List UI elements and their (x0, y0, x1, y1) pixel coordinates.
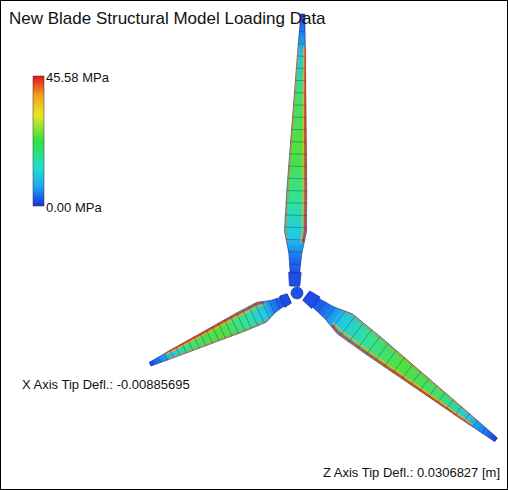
stress-stripe (332, 325, 471, 425)
colorbar-max: 45.58 MPa (46, 70, 109, 85)
section-line (243, 310, 252, 329)
section-line (158, 357, 160, 362)
section-line (384, 350, 396, 366)
section-line (276, 299, 281, 309)
section-line (293, 104, 305, 105)
section-line (194, 337, 199, 348)
section-line (286, 239, 305, 241)
section-line (255, 303, 264, 323)
blade-body (304, 292, 498, 442)
blade-body (149, 295, 291, 366)
blade-root (303, 291, 320, 309)
section-line (236, 313, 245, 331)
tip-deflection: X Axis Tip Defl.: -0.00885695 (22, 377, 190, 392)
section-line (206, 330, 212, 343)
colorbar-min: 0.00 MPa (46, 200, 102, 215)
section-line (262, 302, 270, 319)
section-line (299, 31, 305, 32)
section-line (269, 301, 275, 313)
section-line (349, 323, 364, 342)
section-line (482, 428, 486, 433)
section-line (358, 330, 372, 349)
section-line (285, 227, 307, 229)
section-line (411, 372, 421, 385)
section-line (291, 141, 307, 142)
section-line (230, 316, 238, 333)
section-line (326, 307, 335, 319)
section-line (318, 302, 326, 312)
section-line (437, 393, 445, 403)
section-line (429, 386, 438, 397)
section-line (296, 68, 305, 69)
section-line (170, 350, 173, 357)
section-line (420, 379, 429, 391)
rotor (149, 14, 497, 442)
section-line (289, 251, 303, 252)
section-line (393, 357, 405, 372)
section-line (290, 264, 301, 265)
section-line (455, 407, 461, 415)
section-line (249, 307, 258, 326)
section-line (289, 166, 307, 168)
section-line (176, 347, 180, 355)
section-line (212, 327, 219, 341)
section-line (164, 354, 167, 360)
stress-stripe (342, 311, 475, 419)
section-line (182, 344, 186, 353)
stress-stripe (168, 316, 270, 359)
section-line (375, 343, 388, 360)
section-line (464, 414, 470, 421)
section-line (446, 400, 453, 409)
section-line (188, 340, 193, 350)
section-line (402, 365, 413, 379)
section-line (290, 153, 307, 154)
stress-stripe (166, 305, 265, 355)
section-line (200, 333, 206, 345)
blade-root (280, 294, 292, 308)
section-line (286, 202, 307, 204)
section-line (224, 320, 232, 336)
section-line (366, 336, 380, 354)
section-line (473, 421, 478, 427)
stress-stripe (286, 47, 299, 243)
color-bar (33, 76, 44, 206)
blade-body (285, 14, 307, 286)
chart-title: New Blade Structural Model Loading Data (9, 9, 326, 29)
section-line (285, 214, 306, 216)
tip-deflection: Z Axis Tip Defl.: 0.0306827 [m] (323, 465, 500, 480)
section-line (297, 56, 305, 57)
section-line (288, 178, 307, 180)
section-line (287, 190, 307, 192)
section-line (340, 316, 355, 336)
section-line (295, 80, 305, 81)
section-line (298, 43, 305, 44)
hub (291, 287, 303, 299)
section-line (292, 129, 307, 130)
section-line (218, 323, 225, 338)
stress-stripe (301, 47, 304, 243)
section-line (294, 92, 305, 93)
section-line (333, 311, 346, 328)
blade-root (289, 272, 302, 286)
section-line (293, 117, 307, 118)
stress-stripe (333, 323, 472, 424)
